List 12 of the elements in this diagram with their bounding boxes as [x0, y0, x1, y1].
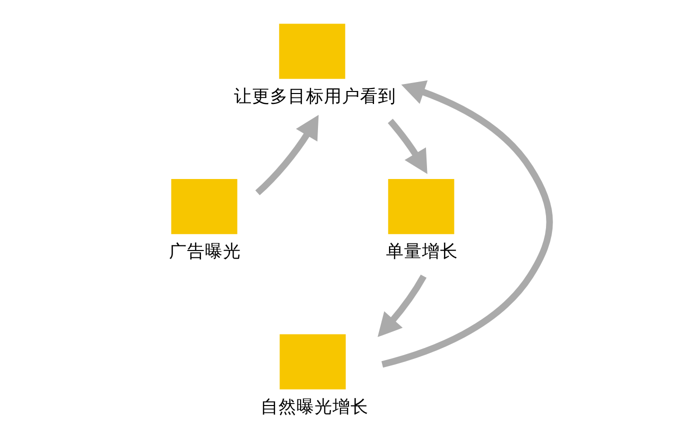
node-box: [278, 24, 345, 79]
arrow: [387, 118, 427, 174]
node-label: 广告曝光: [168, 242, 241, 262]
node-box: [170, 179, 237, 234]
node-label: 单量增长: [385, 242, 458, 262]
node-box: [279, 334, 346, 390]
node-label: 让更多目标用户看到: [233, 86, 396, 107]
arrow: [380, 80, 552, 368]
arrow: [377, 274, 426, 338]
arrow: [254, 114, 318, 196]
node-box: [388, 179, 454, 234]
node-label: 自然曝光增长: [260, 397, 368, 418]
